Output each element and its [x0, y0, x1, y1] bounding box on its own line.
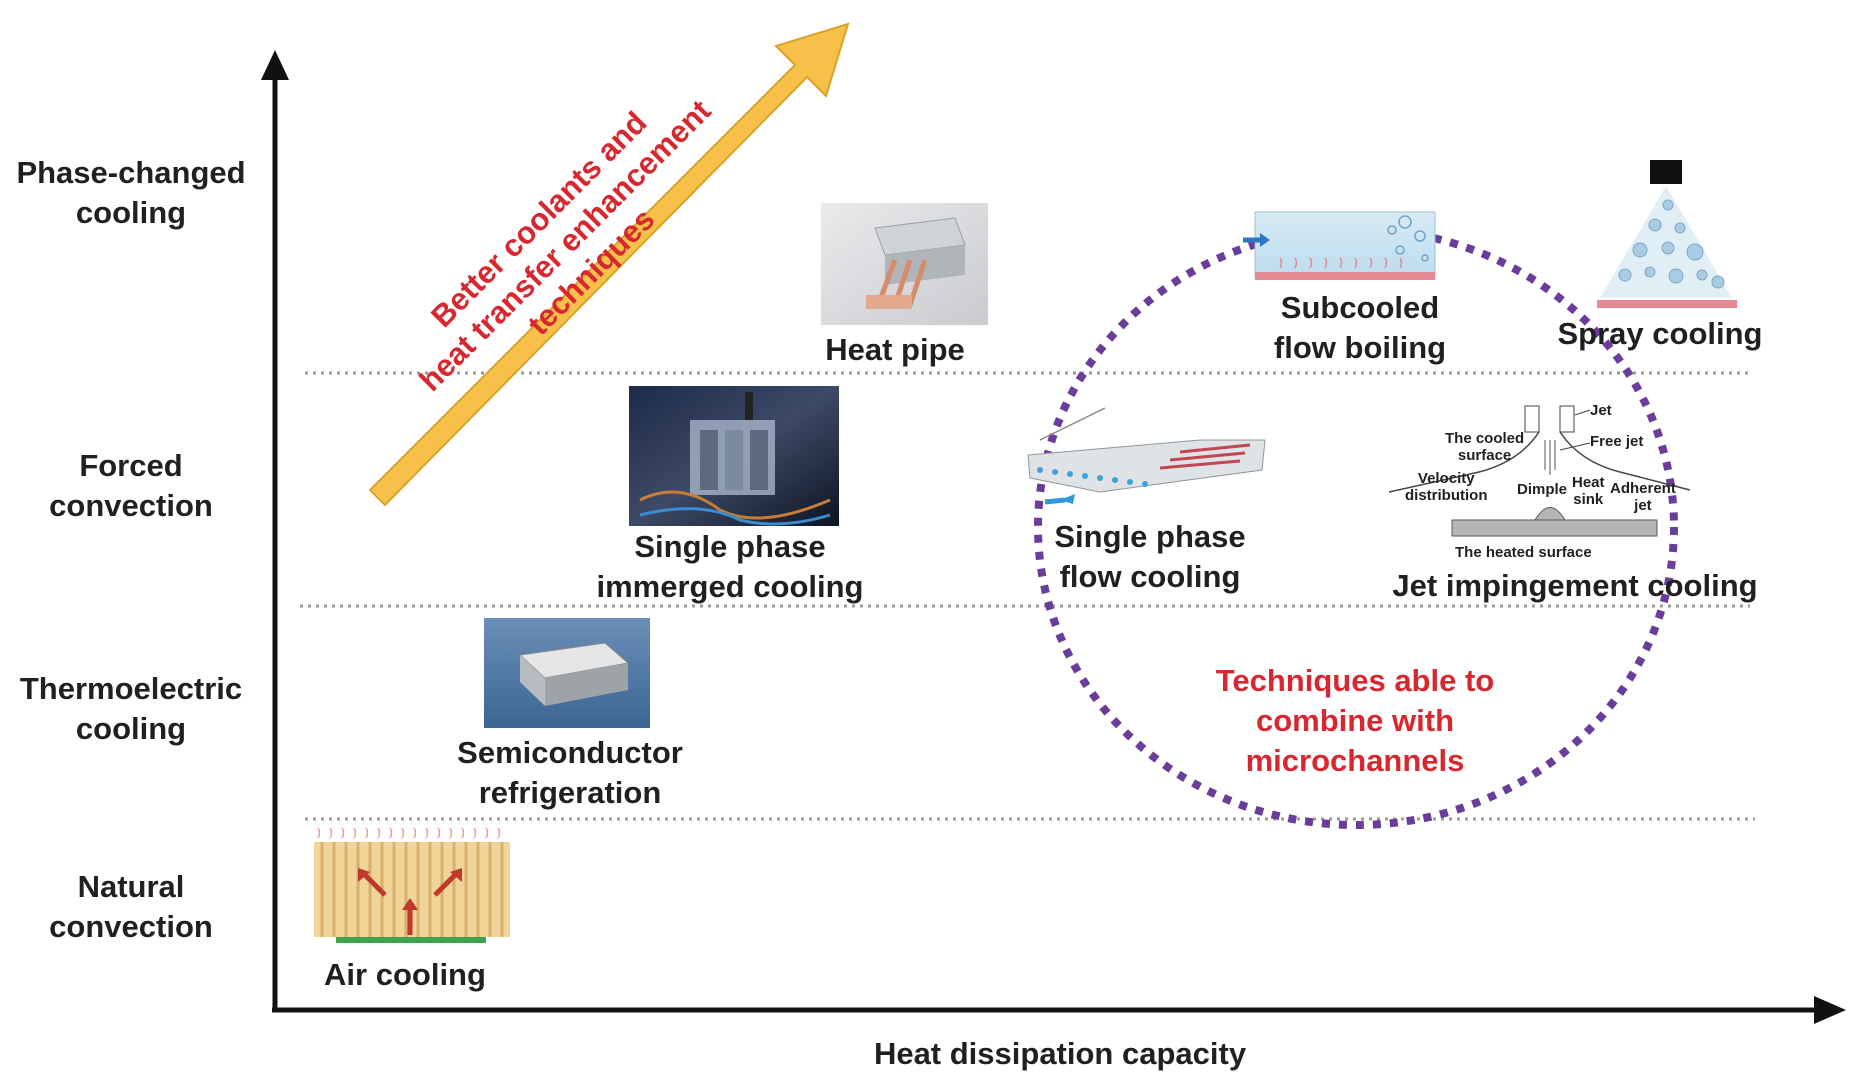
heat-pipe-image	[821, 203, 988, 325]
single-phase-flow-label: Single phase flow cooling	[1020, 517, 1280, 597]
category-forced-convection-line2: convection	[49, 488, 213, 523]
jet-label: Jet	[1590, 402, 1612, 419]
cooled-surface-label-line1: The cooled	[1445, 430, 1525, 447]
heat-pipe-label: Heat pipe	[825, 332, 965, 367]
adherent-jet-label: Adherent jet	[1610, 480, 1676, 514]
x-axis-arrowhead	[1814, 996, 1846, 1024]
category-phase-changed-line1: Phase-changed	[16, 155, 246, 190]
air-cooling-label: Air cooling	[324, 957, 486, 992]
subcooled-label-line2: flow boiling	[1273, 330, 1447, 365]
microchannel-note-line2: combine with	[1255, 703, 1455, 738]
category-forced-convection: Forced convection	[0, 446, 262, 526]
heated-surface-label: The heated surface	[1455, 544, 1592, 561]
jet-impingement-label: Jet impingement cooling	[1392, 568, 1758, 603]
adherent-label-line1: Adherent	[1610, 480, 1676, 497]
immersed-label: Single phase immerged cooling	[560, 527, 900, 607]
air-cooling-image	[314, 827, 510, 943]
velocity-distribution-label: Velocity distribution	[1405, 470, 1488, 504]
category-phase-changed: Phase-changed cooling	[0, 153, 262, 233]
velocity-label-line2: distribution	[1405, 487, 1488, 504]
category-thermoelectric-line1: Thermoelectric	[19, 671, 243, 706]
category-natural-convection: Natural convection	[0, 867, 262, 947]
trend-arrow	[368, 22, 850, 507]
immersed-label-line2: immerged cooling	[596, 569, 864, 604]
category-thermoelectric-line2: cooling	[75, 711, 187, 746]
single-phase-flow-image	[1027, 407, 1266, 505]
cooled-surface-label-line2: surface	[1457, 447, 1512, 464]
category-natural-convection-line1: Natural	[77, 869, 185, 904]
category-forced-convection-line1: Forced	[79, 448, 183, 483]
microchannel-note: Techniques able to combine with microcha…	[1160, 661, 1550, 781]
semiconductor-label-line1: Semiconductor	[457, 735, 683, 770]
category-separators	[300, 371, 1755, 821]
semiconductor-label: Semiconductor refrigeration	[420, 733, 720, 813]
category-natural-convection-line2: convection	[49, 909, 213, 944]
immersed-label-line1: Single phase	[634, 529, 826, 564]
semiconductor-label-line2: refrigeration	[478, 775, 662, 810]
category-phase-changed-line2: cooling	[75, 195, 187, 230]
free-jet-label: Free jet	[1590, 433, 1644, 450]
spray-cooling-image	[1597, 160, 1737, 308]
subcooled-label: Subcooled flow boiling	[1240, 288, 1480, 368]
x-axis-label: Heat dissipation capacity	[873, 1036, 1247, 1071]
heat-sink-label-line1: Heat	[1572, 474, 1605, 491]
adherent-label-line2: jet	[1634, 497, 1652, 514]
spray-cooling-label: Spray cooling	[1557, 316, 1763, 351]
single-phase-flow-label-line1: Single phase	[1054, 519, 1246, 554]
heat-sink-label: Heat sink	[1572, 474, 1605, 508]
semiconductor-image	[484, 618, 650, 728]
immersed-cooling-image	[629, 386, 839, 526]
x-axis	[272, 996, 1846, 1024]
subcooled-label-line1: Subcooled	[1280, 290, 1440, 325]
y-axis	[261, 50, 289, 1010]
cooled-surface-label: The cooled surface	[1445, 430, 1524, 464]
subcooled-boiling-image	[1243, 211, 1436, 280]
single-phase-flow-label-line2: flow cooling	[1059, 559, 1241, 594]
dimple-label: Dimple	[1517, 481, 1568, 498]
jet-impingement-image	[1388, 405, 1691, 537]
y-axis-arrowhead	[261, 50, 289, 80]
microchannel-note-line1: Techniques able to	[1215, 663, 1495, 698]
microchannel-note-line3: microchannels	[1245, 743, 1465, 778]
velocity-label-line1: Velocity	[1417, 470, 1475, 487]
category-thermoelectric: Thermoelectric cooling	[0, 669, 262, 749]
heat-sink-label-line2: sink	[1573, 491, 1604, 508]
